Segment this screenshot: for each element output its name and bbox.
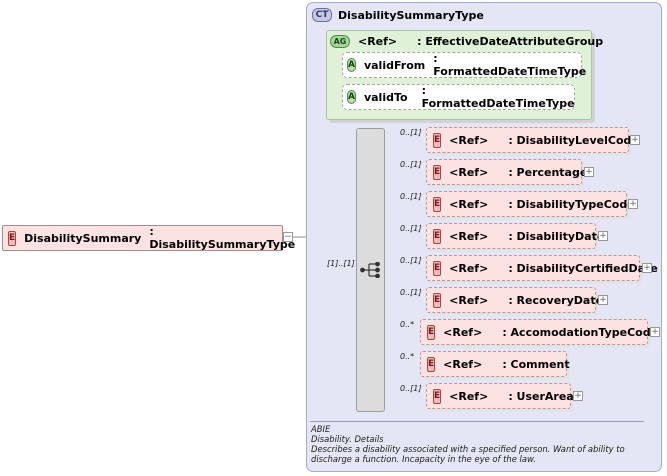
complex-type-badge: CT	[312, 8, 332, 22]
element-recovery-date[interactable]: E <Ref> : RecoveryDate	[426, 287, 603, 313]
cardinality-label: 0..*	[400, 352, 415, 361]
cardinality-label: 0..[1]	[400, 192, 422, 201]
element-ref: <Ref>	[449, 197, 489, 211]
element-type: : UserArea	[508, 389, 574, 403]
cardinality-label: 0..[1]	[400, 288, 422, 297]
element-type: : Comment	[502, 357, 570, 371]
attribute-name: validFrom	[363, 58, 426, 72]
complex-type-title: DisabilitySummaryType	[338, 8, 484, 22]
element-disability-certified-date[interactable]: E <Ref> : DisabilityCertifiedDate	[426, 255, 658, 281]
element-percentage[interactable]: E <Ref> : Percentage	[426, 159, 587, 185]
element-badge: E	[427, 356, 436, 372]
element-ref: <Ref>	[449, 261, 489, 275]
element-ref: <Ref>	[449, 389, 489, 403]
element-ref: <Ref>	[443, 357, 483, 371]
element-type: : DisabilityCertifiedDate	[508, 261, 658, 275]
expand-icon[interactable]: +	[628, 198, 638, 209]
attribute-name: validTo	[363, 90, 408, 104]
element-ref: <Ref>	[449, 165, 489, 179]
element-type: : DisabilityDate	[508, 229, 605, 243]
expand-icon[interactable]: +	[598, 294, 608, 305]
attribute-group-type: : EffectiveDateAttributeGroup	[417, 34, 604, 48]
element-badge: E	[433, 228, 442, 244]
cardinality-label: 0..[1]	[400, 128, 422, 137]
element-comment[interactable]: E <Ref> : Comment	[420, 351, 570, 377]
expand-icon[interactable]: +	[584, 166, 594, 177]
annotation-text: ABIE Disability. Details Describes a dis…	[311, 424, 651, 464]
expand-icon[interactable]: +	[598, 230, 608, 241]
annotation-line: discharge a function. Incapacity in the …	[311, 454, 536, 464]
element-disability-type-code[interactable]: E <Ref> : DisabilityTypeCode	[426, 191, 635, 217]
element-badge: E	[427, 324, 436, 340]
expand-icon[interactable]: +	[650, 326, 660, 337]
attribute-valid-from[interactable]: A validFrom : FormattedDateTimeType	[342, 52, 586, 78]
element-badge: E	[8, 230, 17, 246]
element-badge: E	[433, 292, 442, 308]
element-type: : DisabilityTypeCode	[508, 197, 635, 211]
element-ref: <Ref>	[443, 325, 483, 339]
complex-type-header: CT DisabilitySummaryType	[312, 6, 484, 24]
expand-icon[interactable]: +	[642, 262, 652, 273]
element-accomodation-type-code[interactable]: E <Ref> : AccomodationTypeCode	[420, 319, 658, 345]
annotation-line: ABIE	[311, 424, 331, 434]
attribute-badge: A	[347, 58, 356, 72]
attribute-valid-to[interactable]: A validTo : FormattedDateTimeType	[342, 84, 575, 110]
element-badge: E	[433, 260, 442, 276]
cardinality-label: 0..[1]	[400, 160, 422, 169]
annotation-line: Describes a disability associated with a…	[311, 444, 625, 454]
sequence-icon	[360, 262, 380, 278]
cardinality-label: 0..[1]	[400, 256, 422, 265]
expand-icon[interactable]: +	[573, 390, 583, 401]
element-badge: E	[433, 164, 442, 180]
element-ref: <Ref>	[449, 229, 489, 243]
root-element-disability-summary[interactable]: E DisabilitySummary : DisabilitySummaryT…	[2, 225, 295, 251]
root-element-name: DisabilitySummary	[24, 231, 142, 245]
attribute-group-ref-label: <Ref>	[358, 34, 398, 48]
element-badge: E	[433, 196, 442, 212]
attribute-type: : FormattedDateTimeType	[421, 84, 575, 110]
annotation-line: Disability. Details	[311, 434, 384, 444]
element-user-area[interactable]: E <Ref> : UserArea	[426, 383, 574, 409]
element-disability-date[interactable]: E <Ref> : DisabilityDate	[426, 223, 604, 249]
expand-icon[interactable]: +	[630, 134, 640, 145]
element-ref: <Ref>	[449, 293, 489, 307]
element-badge: E	[433, 388, 442, 404]
cardinality-label: 0..[1]	[400, 224, 422, 233]
collapse-toggle-icon[interactable]: −	[283, 231, 293, 242]
root-element-type: : DisabilitySummaryType	[149, 225, 296, 251]
attribute-badge: A	[347, 90, 356, 104]
annotation-divider	[310, 421, 644, 422]
cardinality-label: 0..[1]	[400, 384, 422, 393]
element-type: : DisabilityLevelCode	[508, 133, 639, 147]
attribute-type: : FormattedDateTimeType	[433, 52, 587, 78]
element-type: : Percentage	[508, 165, 588, 179]
element-ref: <Ref>	[449, 133, 489, 147]
attribute-group-ref[interactable]: AG <Ref> : EffectiveDateAttributeGroup	[330, 32, 603, 50]
element-type: : RecoveryDate	[508, 293, 604, 307]
attribute-group-badge: AG	[330, 34, 350, 48]
element-badge: E	[433, 132, 442, 148]
sequence-cardinality: [1]..[1]	[327, 259, 355, 268]
element-type: : AccomodationTypeCode	[502, 325, 659, 339]
element-disability-level-code[interactable]: E <Ref> : DisabilityLevelCode	[426, 127, 639, 153]
cardinality-label: 0..*	[400, 320, 415, 329]
